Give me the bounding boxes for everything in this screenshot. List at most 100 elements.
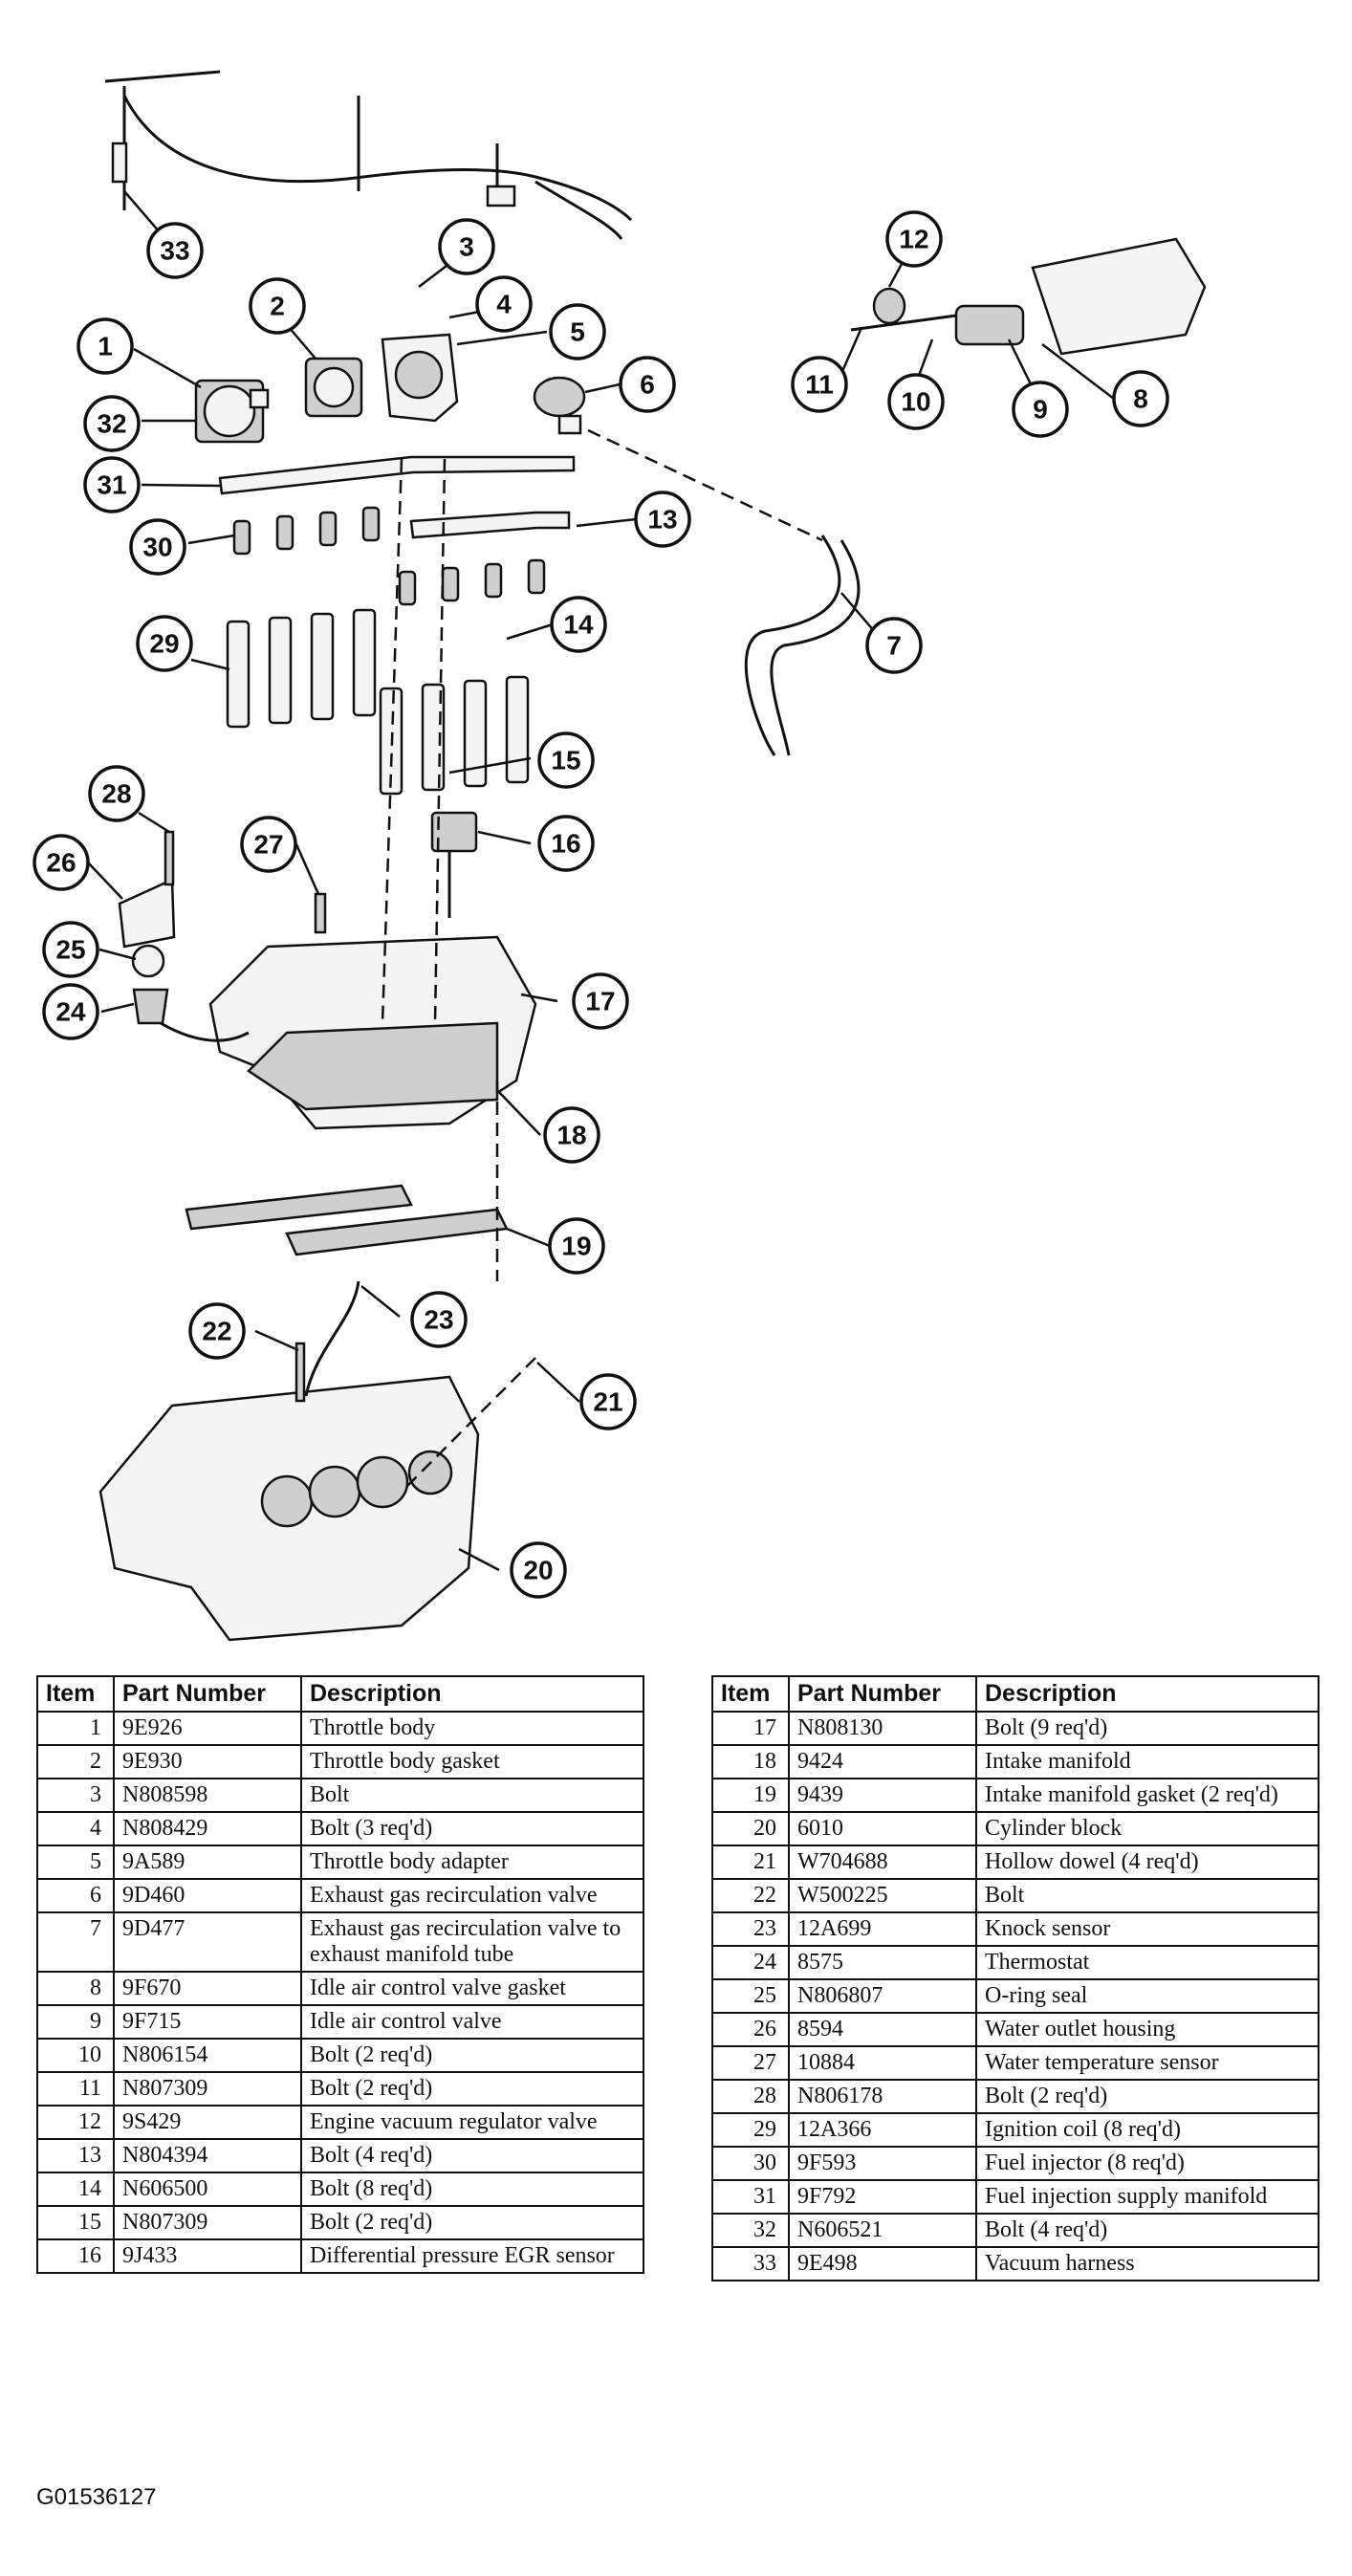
cell-description: Bolt <box>975 1878 1319 1913</box>
callout-22-label: 22 <box>202 1317 231 1346</box>
callout-12: 12 <box>885 210 943 268</box>
cell-description: Bolt (2 req'd) <box>300 2071 644 2107</box>
table-header-row: Item Part Number Description <box>711 1675 1319 1713</box>
cell-part-number: 8575 <box>788 1945 977 1980</box>
header-item: Item <box>36 1675 115 1713</box>
cell-part-number: 9439 <box>788 1778 977 1813</box>
cell-part-number: W704688 <box>788 1845 977 1880</box>
water-outlet-group-drawing <box>118 830 327 1042</box>
cell-part-number: 9E926 <box>113 1711 302 1746</box>
cell-item: 2 <box>36 1744 115 1779</box>
callout-12-label: 12 <box>899 225 928 254</box>
callout-3: 3 <box>438 218 495 275</box>
cell-item: 26 <box>711 2012 790 2047</box>
cell-description: Bolt (9 req'd) <box>975 1711 1319 1746</box>
callout-4: 4 <box>475 275 533 333</box>
cell-item: 11 <box>36 2071 115 2107</box>
cell-description: Water temperature sensor <box>975 2045 1319 2081</box>
callout-11: 11 <box>791 356 848 413</box>
cell-description: Cylinder block <box>975 1811 1319 1846</box>
cell-description: Vacuum harness <box>975 2246 1319 2281</box>
callout-20-label: 20 <box>523 1556 553 1585</box>
cell-part-number: N806154 <box>113 2038 302 2073</box>
cell-item: 1 <box>36 1711 115 1746</box>
callout-24-label: 24 <box>55 997 86 1027</box>
cell-item: 21 <box>711 1845 790 1880</box>
cell-item: 15 <box>36 2205 115 2240</box>
header-description: Description <box>975 1675 1319 1713</box>
callout-26: 26 <box>33 834 90 891</box>
cell-part-number: N808598 <box>113 1778 302 1813</box>
cell-item: 7 <box>36 1911 115 1973</box>
callout-27-label: 27 <box>253 830 283 860</box>
callout-10: 10 <box>887 373 945 430</box>
cell-item: 5 <box>36 1845 115 1880</box>
cell-description: Bolt (2 req'd) <box>975 2079 1319 2114</box>
callout-14: 14 <box>550 596 607 653</box>
cell-description: Thermostat <box>975 1945 1319 1980</box>
cell-part-number: N808429 <box>113 1811 302 1846</box>
cell-description: Ignition coil (8 req'd) <box>975 2112 1319 2148</box>
cell-description: Fuel injection supply manifold <box>975 2179 1319 2215</box>
cell-description: Exhaust gas recirculation valve to exhau… <box>300 1911 644 1973</box>
callout-11-label: 11 <box>805 370 834 400</box>
header-part-number: Part Number <box>113 1675 302 1713</box>
table-header-row: Item Part Number Description <box>36 1675 644 1713</box>
callout-18-label: 18 <box>556 1121 586 1150</box>
cell-item: 4 <box>36 1811 115 1846</box>
callout-24: 24 <box>42 983 99 1040</box>
callout-16: 16 <box>537 815 595 872</box>
cell-item: 12 <box>36 2105 115 2140</box>
cell-part-number: 9424 <box>788 1744 977 1779</box>
callout-1-label: 1 <box>98 332 113 361</box>
cell-description: Bolt (2 req'd) <box>300 2038 644 2073</box>
egr-tube-drawing <box>744 535 861 756</box>
cell-description: Exhaust gas recirculation valve <box>300 1878 644 1913</box>
cell-part-number: N806807 <box>788 1978 977 2014</box>
callout-21-label: 21 <box>593 1387 622 1417</box>
cell-part-number: 12A366 <box>788 2112 977 2148</box>
callout-1: 1 <box>76 317 134 375</box>
callout-6-label: 6 <box>640 370 655 400</box>
cell-item: 16 <box>36 2238 115 2274</box>
cell-item: 30 <box>711 2146 790 2181</box>
callout-30: 30 <box>129 518 186 576</box>
cell-item: 9 <box>36 2004 115 2040</box>
cell-part-number: N806178 <box>788 2079 977 2114</box>
callout-32-label: 32 <box>97 409 126 439</box>
callout-4-label: 4 <box>496 290 512 319</box>
cell-description: Bolt (3 req'd) <box>300 1811 644 1846</box>
cell-part-number: 9E930 <box>113 1744 302 1779</box>
cell-description: Idle air control valve gasket <box>300 1971 644 2006</box>
fuel-rails-drawing <box>218 455 576 539</box>
cell-item: 25 <box>711 1978 790 2014</box>
cell-part-number: N804394 <box>113 2138 302 2173</box>
cell-part-number: 9D477 <box>113 1911 302 1973</box>
callout-30-label: 30 <box>142 533 172 562</box>
callout-10-label: 10 <box>901 387 930 417</box>
cell-description: Differential pressure EGR sensor <box>300 2238 644 2274</box>
callout-9: 9 <box>1012 381 1069 438</box>
cell-description: Knock sensor <box>975 1911 1319 1947</box>
callout-23: 23 <box>410 1291 468 1348</box>
callout-13-label: 13 <box>647 505 677 535</box>
cell-item: 29 <box>711 2112 790 2148</box>
header-description: Description <box>300 1675 644 1713</box>
cell-description: Throttle body <box>300 1711 644 1746</box>
fuel-injectors-drawing <box>232 506 546 606</box>
cell-item: 31 <box>711 2179 790 2215</box>
